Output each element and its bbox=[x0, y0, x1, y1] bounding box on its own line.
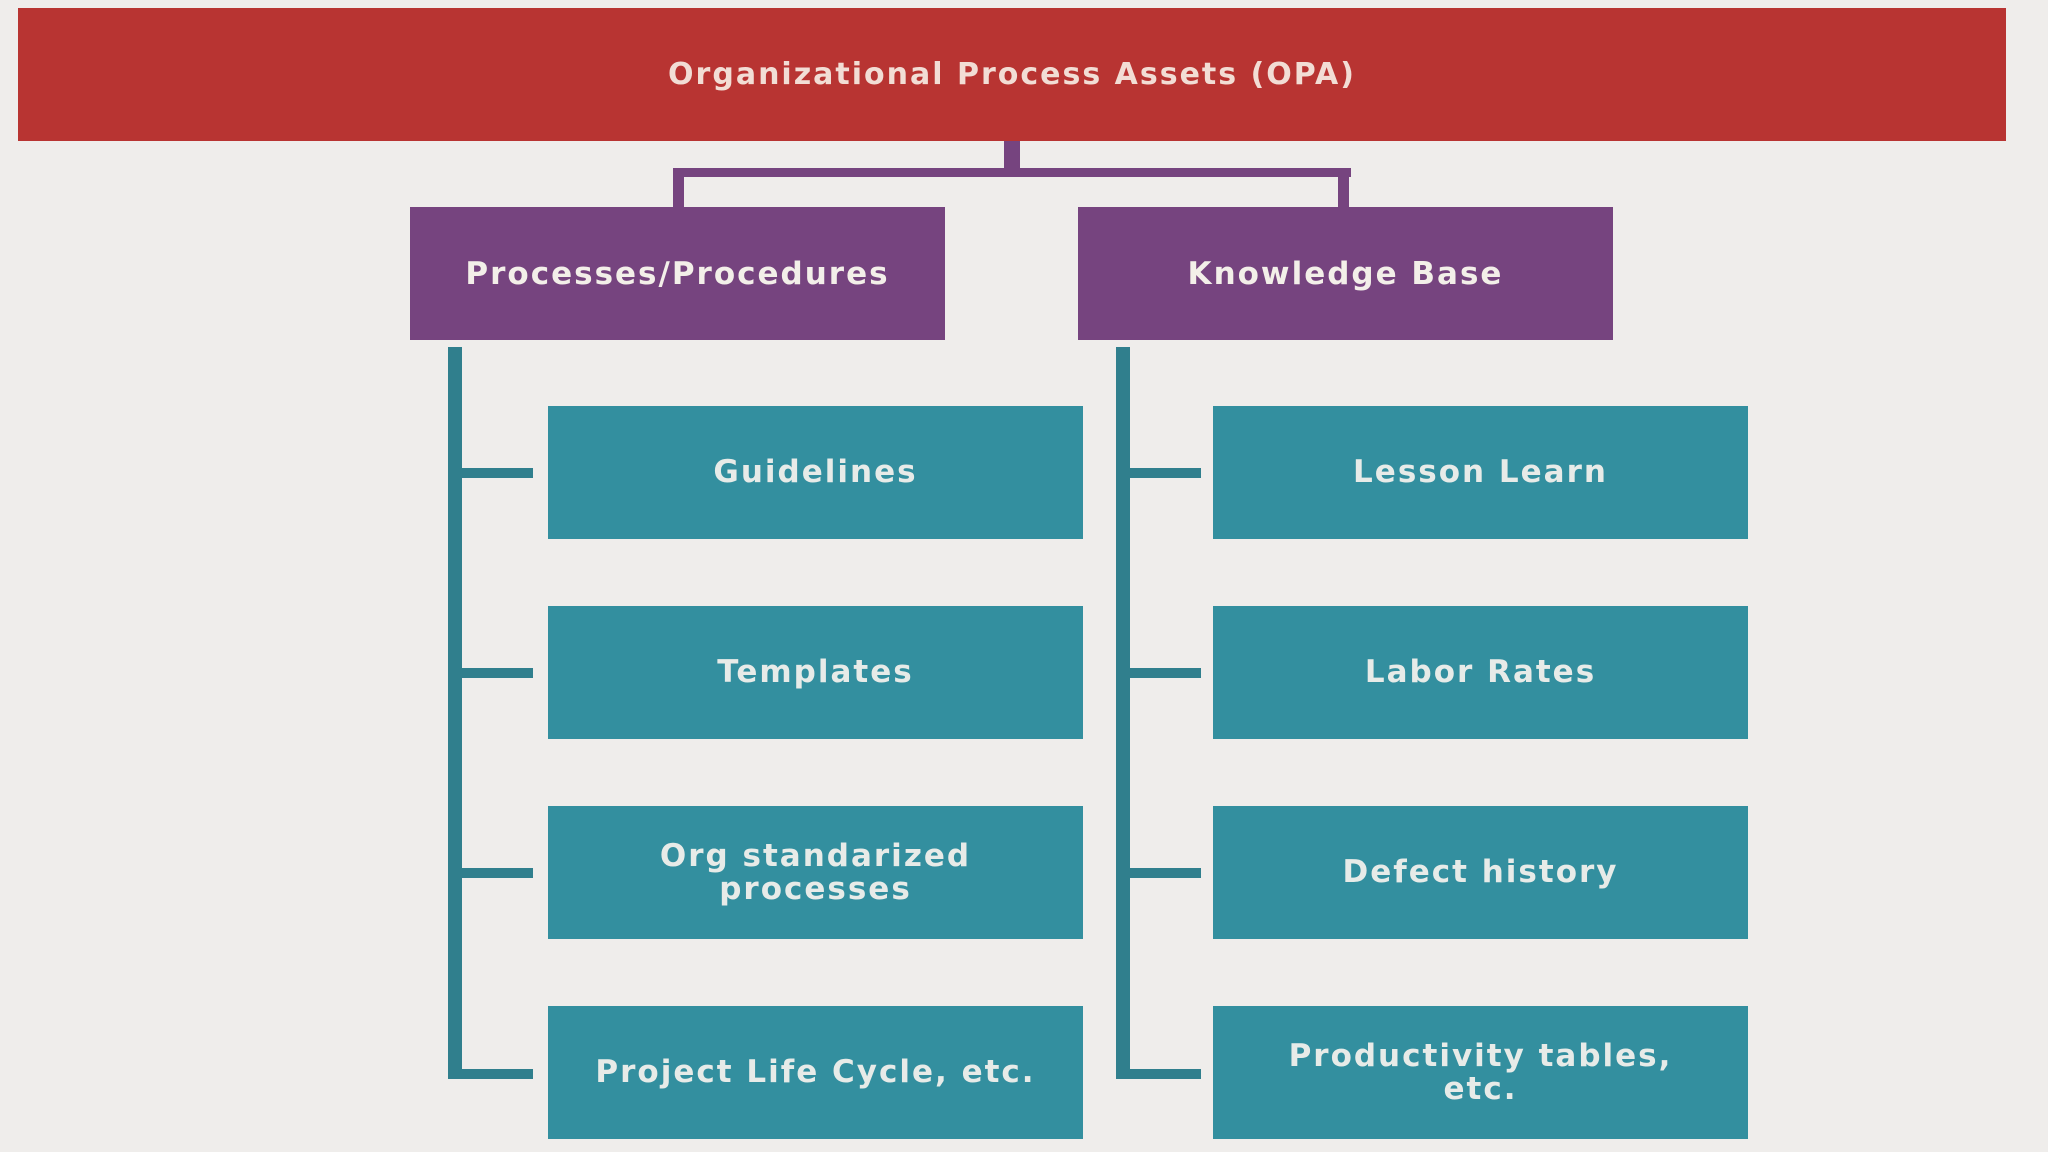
right-branch-vertical-line bbox=[1116, 347, 1130, 1079]
left-branch-connector bbox=[448, 668, 533, 678]
category-knowledge-base: Knowledge Base bbox=[1078, 207, 1613, 340]
category-label: Knowledge Base bbox=[1187, 255, 1504, 292]
item-project-life-cycle: Project Life Cycle, etc. bbox=[548, 1006, 1083, 1139]
item-label: Org standarized processes bbox=[659, 837, 972, 907]
category-label: Processes/Procedures bbox=[465, 255, 890, 292]
item-guidelines: Guidelines bbox=[548, 406, 1083, 539]
root-label: Organizational Process Assets (OPA) bbox=[668, 57, 1356, 92]
right-branch-connector bbox=[1116, 868, 1201, 878]
root-connector-right-drop bbox=[1338, 168, 1349, 207]
item-label: Guidelines bbox=[713, 454, 918, 491]
left-branch-connector bbox=[448, 1069, 533, 1079]
root-connector-left-drop bbox=[673, 168, 684, 207]
left-branch-vertical-line bbox=[448, 347, 462, 1079]
item-labor-rates: Labor Rates bbox=[1213, 606, 1748, 739]
item-templates: Templates bbox=[548, 606, 1083, 739]
item-label: Defect history bbox=[1342, 854, 1619, 891]
item-lesson-learn: Lesson Learn bbox=[1213, 406, 1748, 539]
left-branch-connector bbox=[448, 868, 533, 878]
item-defect-history: Defect history bbox=[1213, 806, 1748, 939]
root-connector-stem bbox=[1004, 141, 1020, 172]
item-label: Lesson Learn bbox=[1353, 454, 1608, 491]
item-label: Project Life Cycle, etc. bbox=[595, 1054, 1036, 1091]
item-label: Templates bbox=[717, 654, 914, 691]
item-label: Labor Rates bbox=[1364, 654, 1597, 691]
root-node: Organizational Process Assets (OPA) bbox=[18, 8, 2006, 141]
item-productivity-tables: Productivity tables, etc. bbox=[1213, 1006, 1748, 1139]
item-label: Productivity tables, etc. bbox=[1288, 1037, 1673, 1107]
category-processes-procedures: Processes/Procedures bbox=[410, 207, 945, 340]
item-org-standarized-processes: Org standarized processes bbox=[548, 806, 1083, 939]
right-branch-connector bbox=[1116, 1069, 1201, 1079]
left-branch-connector bbox=[448, 468, 533, 478]
right-branch-connector bbox=[1116, 468, 1201, 478]
root-connector-bar bbox=[673, 168, 1351, 177]
right-branch-connector bbox=[1116, 668, 1201, 678]
